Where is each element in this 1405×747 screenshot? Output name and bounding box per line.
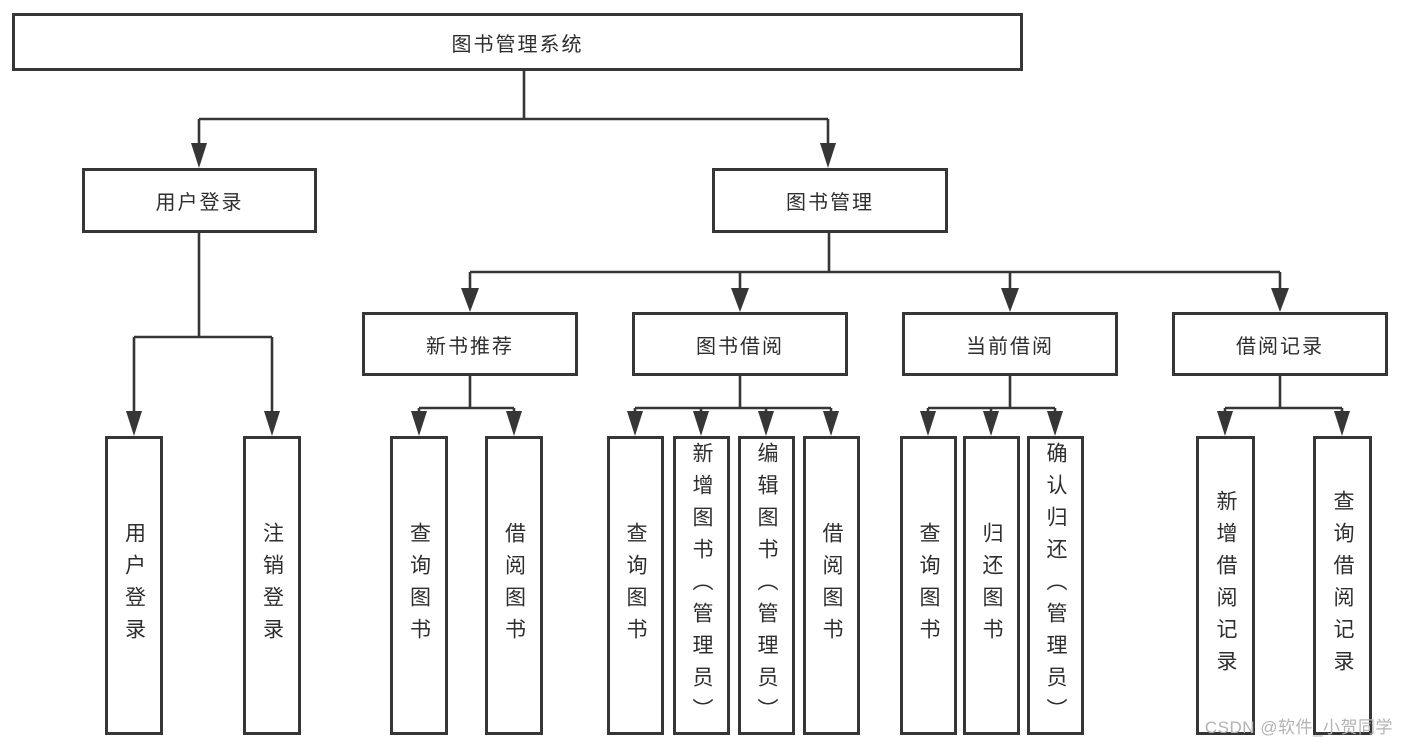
node-label: 借阅记录 bbox=[1236, 335, 1324, 358]
node-label: 借阅图书 bbox=[820, 521, 843, 650]
leaf-borrow-books: 借阅图书 bbox=[803, 436, 860, 735]
node-label: 新增借阅记录 bbox=[1214, 489, 1237, 682]
node-label: 借阅图书 bbox=[502, 521, 526, 650]
node-book-borrowing: 图书借阅 bbox=[632, 312, 848, 376]
node-book-management-system: 图书管理系统 bbox=[12, 13, 1023, 71]
node-label: 查询借阅记录 bbox=[1331, 489, 1354, 682]
node-user-login: 用户登录 bbox=[82, 168, 317, 233]
node-new-book-recommend: 新书推荐 bbox=[362, 312, 578, 376]
leaf-return-books: 归还图书 bbox=[963, 436, 1020, 735]
leaf-edit-books-admin: 编辑图书（管理员） bbox=[738, 436, 795, 735]
leaf-query-books-borrow: 查询图书 bbox=[607, 436, 664, 735]
node-label: 图书管理系统 bbox=[451, 33, 584, 56]
leaf-add-borrow-record: 新增借阅记录 bbox=[1196, 436, 1255, 735]
node-borrowing-records: 借阅记录 bbox=[1172, 312, 1388, 376]
leaf-add-books-admin: 新增图书（管理员） bbox=[673, 436, 730, 735]
node-label: 查询图书 bbox=[624, 521, 647, 650]
leaf-user-login: 用户登录 bbox=[105, 436, 163, 735]
node-label: 归还图书 bbox=[980, 521, 1003, 650]
leaf-confirm-return-admin: 确认归还（管理员） bbox=[1027, 436, 1084, 735]
node-label: 注销登录 bbox=[260, 521, 284, 650]
node-label: 查询图书 bbox=[917, 521, 940, 650]
node-label: 当前借阅 bbox=[966, 335, 1054, 358]
node-label: 确认归还（管理员） bbox=[1044, 441, 1067, 730]
leaf-query-books-recommend: 查询图书 bbox=[390, 436, 448, 735]
leaf-logout: 注销登录 bbox=[243, 436, 301, 735]
node-book-management: 图书管理 bbox=[712, 168, 948, 233]
node-label: 图书借阅 bbox=[696, 335, 784, 358]
node-label: 用户登录 bbox=[155, 192, 244, 214]
node-label: 用户登录 bbox=[122, 521, 146, 650]
csdn-watermark: CSDN @软件_小贺同学 bbox=[1204, 718, 1393, 737]
leaf-borrow-books-recommend: 借阅图书 bbox=[485, 436, 543, 735]
node-label: 查询图书 bbox=[407, 521, 431, 650]
node-label: 编辑图书（管理员） bbox=[755, 441, 778, 730]
node-current-borrowing: 当前借阅 bbox=[902, 312, 1118, 376]
node-label: 新增图书（管理员） bbox=[690, 441, 713, 730]
node-label: 新书推荐 bbox=[426, 335, 514, 358]
node-label: 图书管理 bbox=[786, 192, 874, 214]
leaf-query-borrow-record: 查询借阅记录 bbox=[1313, 436, 1372, 735]
leaf-query-books-current: 查询图书 bbox=[900, 436, 957, 735]
